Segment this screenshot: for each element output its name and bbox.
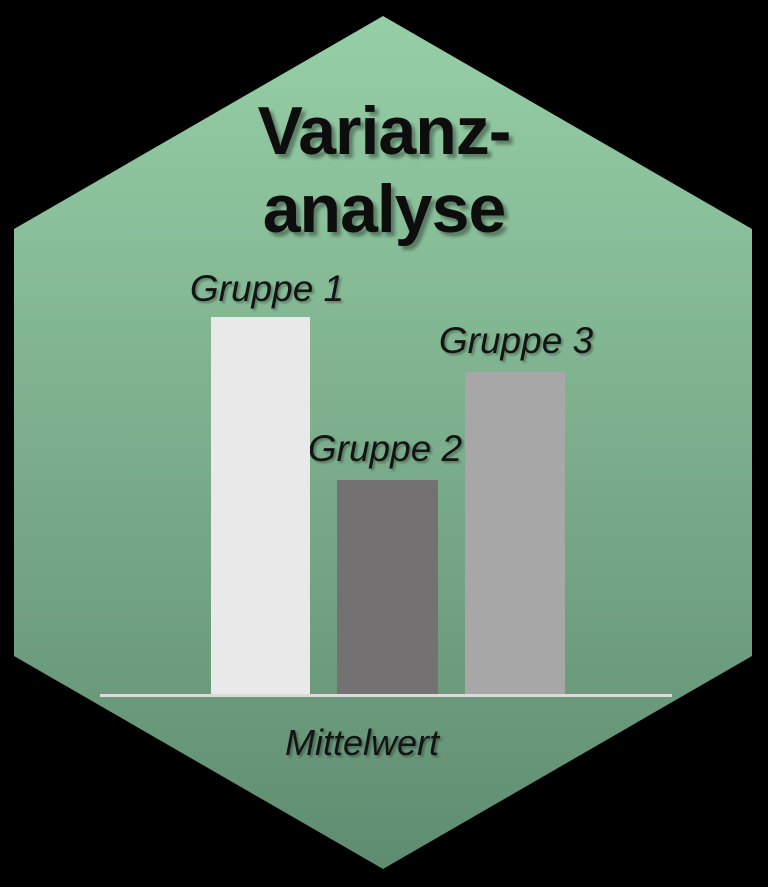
bar-label-gruppe-3: Gruppe 3 [438, 320, 594, 361]
bar-label-gruppe-2: Gruppe 2 [307, 428, 463, 469]
bar-gruppe-3 [465, 372, 565, 697]
bar-gruppe-1 [211, 317, 310, 697]
sticker-title: Varianz- analyse [0, 92, 768, 248]
sticker-title-line1: Varianz- [257, 93, 512, 169]
baseline-label: Mittelwert [284, 722, 440, 763]
sticker-title-line2: analyse [262, 171, 507, 247]
bar-label-gruppe-1: Gruppe 1 [189, 268, 345, 309]
bar-gruppe-2 [337, 480, 438, 697]
baseline-rule [100, 694, 672, 697]
